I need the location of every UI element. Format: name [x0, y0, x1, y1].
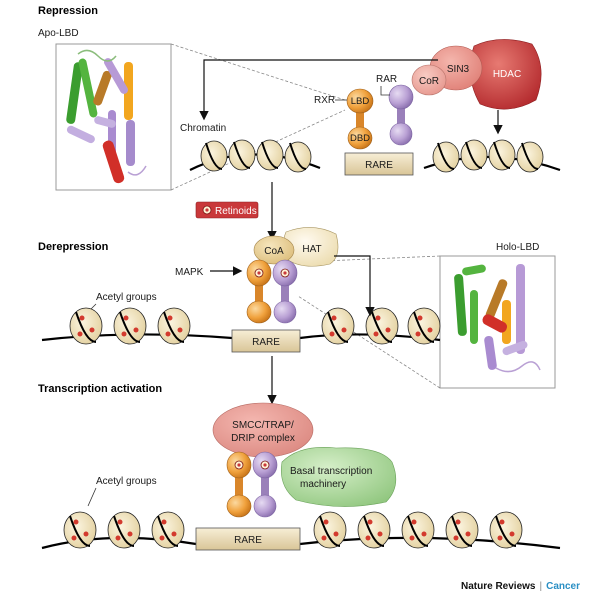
corepressor-to-chromatin-arrow	[199, 59, 438, 121]
rar-leader-line	[380, 86, 390, 96]
heading-derepression: Derepression	[38, 241, 109, 253]
journal-caption: Nature Reviews|Cancer	[461, 581, 580, 592]
apo-lbd-structure-panel	[55, 43, 172, 191]
basal-label-line1: Basal transcription	[290, 466, 372, 477]
holo-lbd-structure-panel	[439, 255, 556, 389]
rxr-rar-dimer-activation	[226, 451, 278, 518]
chromatin-row-derepression	[41, 307, 441, 345]
coactivator-complex	[253, 227, 339, 267]
mapk-label: MAPK	[175, 267, 204, 278]
rxr-rar-dimer-derepression	[246, 259, 298, 324]
heading-repression: Repression	[38, 5, 98, 17]
acetyl-groups-label-derepression: Acetyl groups	[96, 292, 157, 303]
holo-lbd-label: Holo-LBD	[496, 242, 539, 253]
rare-label-derepression: RARE	[252, 337, 280, 348]
smcc-label-line2: DRIP complex	[231, 433, 295, 444]
rar-label: RAR	[376, 74, 397, 85]
lbd-label: LBD	[351, 96, 370, 107]
chromatin-row-activation	[41, 511, 561, 550]
hat-label: HAT	[302, 244, 321, 255]
apo-zoom-line-top	[170, 43, 346, 101]
cor-label: CoR	[419, 76, 439, 87]
chromatin-row-repression	[189, 139, 561, 173]
rxr-label: RXR	[314, 95, 335, 106]
heading-transcription-activation: Transcription activation	[38, 383, 162, 395]
sin3-label: SIN3	[447, 64, 470, 75]
holo-zoom-line-bottom	[297, 295, 441, 389]
rare-label-activation: RARE	[234, 535, 262, 546]
dbd-label: DBD	[350, 133, 370, 144]
rxr-rar-dimer-repression	[346, 84, 414, 150]
rare-box-derepression	[231, 329, 301, 353]
publisher-name: Nature Reviews	[461, 581, 536, 592]
hat-to-chromatin-arrow	[334, 255, 375, 317]
acetyl-groups-label-activation: Acetyl groups	[96, 476, 157, 487]
rare-box-repression	[344, 152, 414, 176]
smcc-label-line1: SMCC/TRAP/	[232, 420, 294, 431]
rare-label-repression: RARE	[365, 160, 393, 171]
hdac-label: HDAC	[493, 69, 521, 80]
basal-transcription-machinery	[281, 447, 397, 507]
retinoids-label: Retinoids	[215, 206, 257, 217]
retinoids-badge	[195, 201, 259, 219]
chromatin-label: Chromatin	[180, 123, 226, 134]
coa-label: CoA	[264, 246, 284, 257]
corepressor-complex	[411, 39, 542, 110]
apo-lbd-label: Apo-LBD	[38, 28, 79, 39]
basal-label-line2: machinery	[300, 479, 346, 490]
journal-name: Cancer	[546, 581, 580, 592]
caption-separator: |	[539, 581, 543, 592]
rare-box-activation	[195, 527, 301, 551]
acetyl-leader-activation	[87, 487, 97, 507]
